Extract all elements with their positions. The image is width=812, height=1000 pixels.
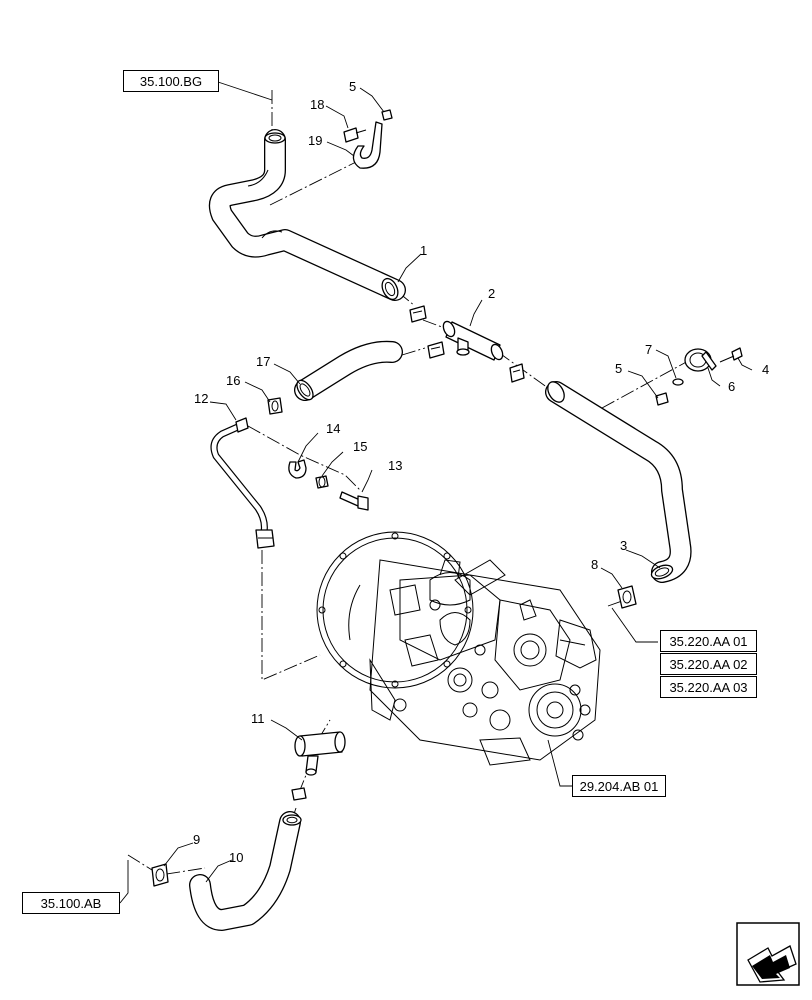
bolt-4[interactable] — [719, 347, 743, 363]
clamp-19[interactable] — [352, 121, 383, 169]
fitting-16[interactable] — [267, 397, 283, 415]
clamp-3[interactable] — [509, 363, 525, 383]
callout-1: 1 — [420, 243, 428, 258]
pipe-12[interactable] — [210, 417, 275, 549]
reference-link-valve-2[interactable]: 35.220.AA 02 — [660, 653, 757, 675]
callout-2: 2 — [488, 286, 496, 301]
nut-5-right[interactable] — [655, 392, 669, 406]
clamp-lower[interactable] — [291, 787, 307, 801]
reference-link-pump[interactable]: 29.204.AB 01 — [572, 775, 666, 797]
clamp-6[interactable] — [684, 348, 717, 372]
callout-5-top: 5 — [349, 79, 357, 94]
reference-link-hose-inlet[interactable]: 35.100.AB — [22, 892, 120, 914]
callout-8: 8 — [591, 557, 599, 572]
callout-11: 11 — [251, 711, 265, 726]
washer-7[interactable] — [672, 378, 684, 386]
callout-7: 7 — [645, 342, 653, 357]
fitting-8[interactable] — [617, 585, 637, 609]
tee-fitting-2[interactable] — [441, 320, 505, 362]
reference-link-hose-outlet[interactable]: 35.100.BG — [123, 70, 219, 92]
clamp-1[interactable] — [409, 305, 427, 323]
callout-19: 19 — [308, 133, 323, 148]
hose-3[interactable] — [544, 379, 692, 583]
clamp-14[interactable] — [288, 459, 307, 479]
callout-12: 12 — [194, 391, 209, 406]
hose-17[interactable] — [294, 340, 403, 403]
hose-1[interactable] — [208, 129, 406, 302]
callout-16: 16 — [226, 373, 241, 388]
callout-3: 3 — [620, 538, 628, 553]
callout-6: 6 — [728, 379, 736, 394]
reference-link-valve-1[interactable]: 35.220.AA 01 — [660, 630, 757, 652]
leader-lines — [119, 81, 753, 904]
nut-5-top[interactable] — [381, 109, 393, 121]
spacer-15[interactable] — [315, 475, 329, 489]
callout-17: 17 — [256, 354, 271, 369]
callout-18: 18 — [310, 97, 325, 112]
callout-15: 15 — [353, 439, 368, 454]
fitting-9[interactable] — [151, 863, 169, 887]
bolt-13[interactable] — [339, 491, 369, 511]
callout-5-right: 5 — [615, 361, 623, 376]
callout-4: 4 — [762, 362, 770, 377]
hose-10[interactable] — [189, 811, 302, 931]
callout-14: 14 — [326, 421, 341, 436]
phantom-lines — [127, 90, 691, 876]
hydraulic-pump-assembly[interactable] — [316, 531, 601, 766]
bolt-18[interactable] — [343, 127, 367, 143]
elbow-fitting-11[interactable] — [294, 731, 346, 776]
clamp-2[interactable] — [427, 341, 445, 359]
reference-link-valve-3[interactable]: 35.220.AA 03 — [660, 676, 757, 698]
next-page-arrow-icon — [736, 922, 800, 986]
callout-10: 10 — [229, 850, 244, 865]
callout-9: 9 — [193, 832, 201, 847]
callout-13: 13 — [388, 458, 403, 473]
